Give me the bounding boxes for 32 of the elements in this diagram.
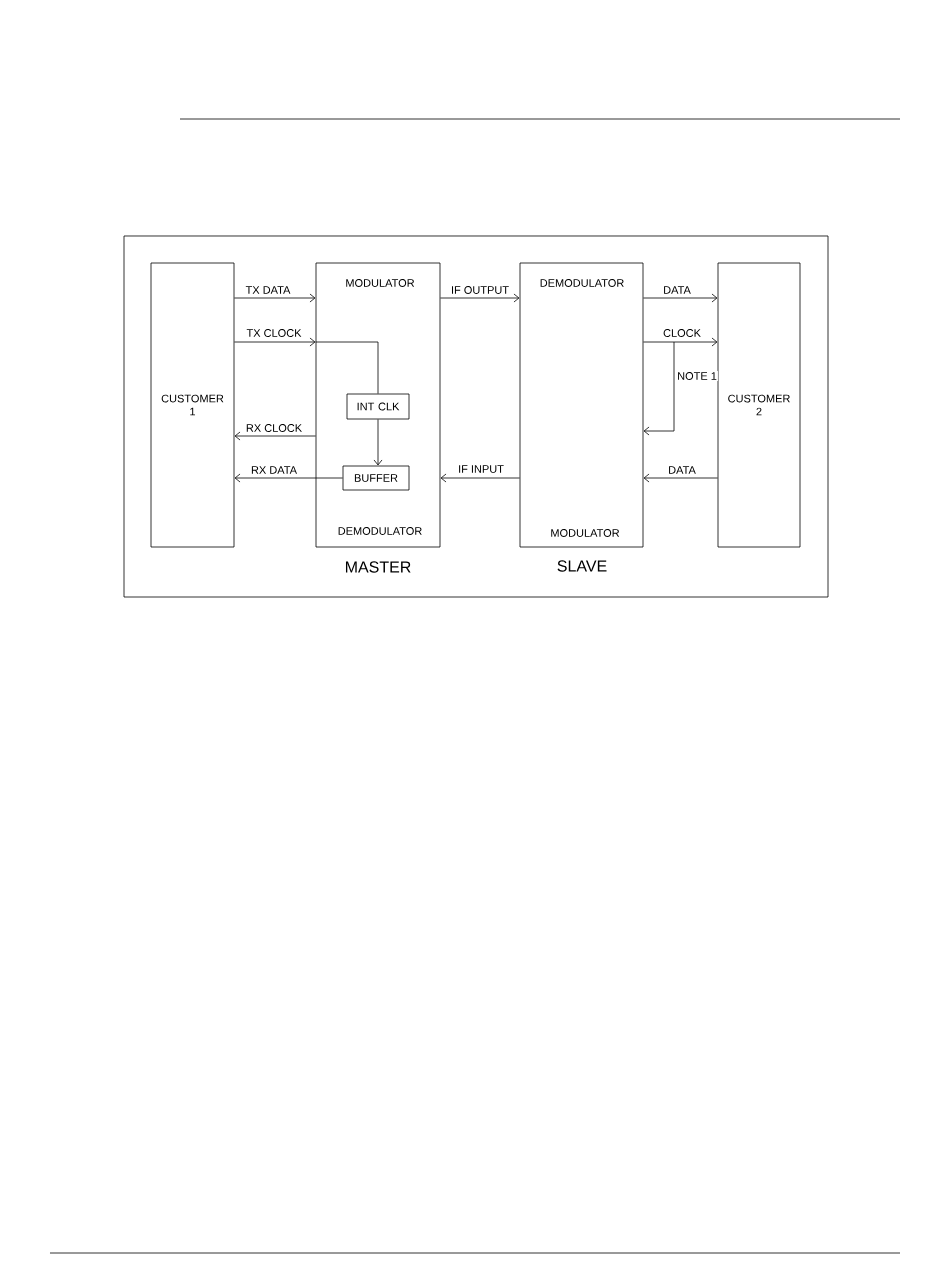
arrow bbox=[234, 473, 343, 483]
arrow bbox=[440, 473, 520, 483]
edge-label: IF OUTPUT bbox=[450, 285, 511, 295]
customer-box: CUSTOMER 1 bbox=[150, 262, 235, 548]
edge-label: DATA bbox=[662, 285, 692, 295]
edge-label: DATA bbox=[667, 465, 697, 475]
node-label: MODULATOR bbox=[346, 279, 415, 287]
edge-label: IF INPUT bbox=[457, 464, 505, 474]
modem-box: DEMODULATOR MODULATOR bbox=[519, 262, 644, 548]
arrow bbox=[643, 337, 718, 347]
arrow bbox=[234, 431, 316, 441]
edge-label: RX CLOCK bbox=[244, 423, 304, 433]
customer-box: CUSTOMER 2 bbox=[717, 262, 801, 548]
arrow bbox=[643, 293, 718, 303]
edge-label: NOTE 1 bbox=[676, 371, 718, 381]
block-caption: MASTER bbox=[346, 561, 411, 573]
edge-label: CLOCK bbox=[662, 328, 702, 338]
edge-label: RX DATA bbox=[250, 465, 298, 475]
clock-box: INT CLK bbox=[346, 393, 410, 420]
node-label: MODULATOR bbox=[551, 529, 620, 537]
buffer-box: BUFFER bbox=[342, 465, 410, 491]
block-caption: SLAVE bbox=[557, 560, 607, 572]
node-label: DEMODULATOR bbox=[338, 527, 422, 535]
arrow bbox=[234, 337, 316, 347]
arrow bbox=[373, 419, 383, 466]
edge-label: TX CLOCK bbox=[245, 328, 303, 338]
node-label: DEMODULATOR bbox=[540, 279, 624, 287]
arrow bbox=[643, 473, 718, 483]
arrow bbox=[643, 341, 675, 436]
arrow bbox=[234, 293, 316, 303]
edge-label: TX DATA bbox=[244, 285, 292, 295]
arrow bbox=[440, 293, 520, 303]
